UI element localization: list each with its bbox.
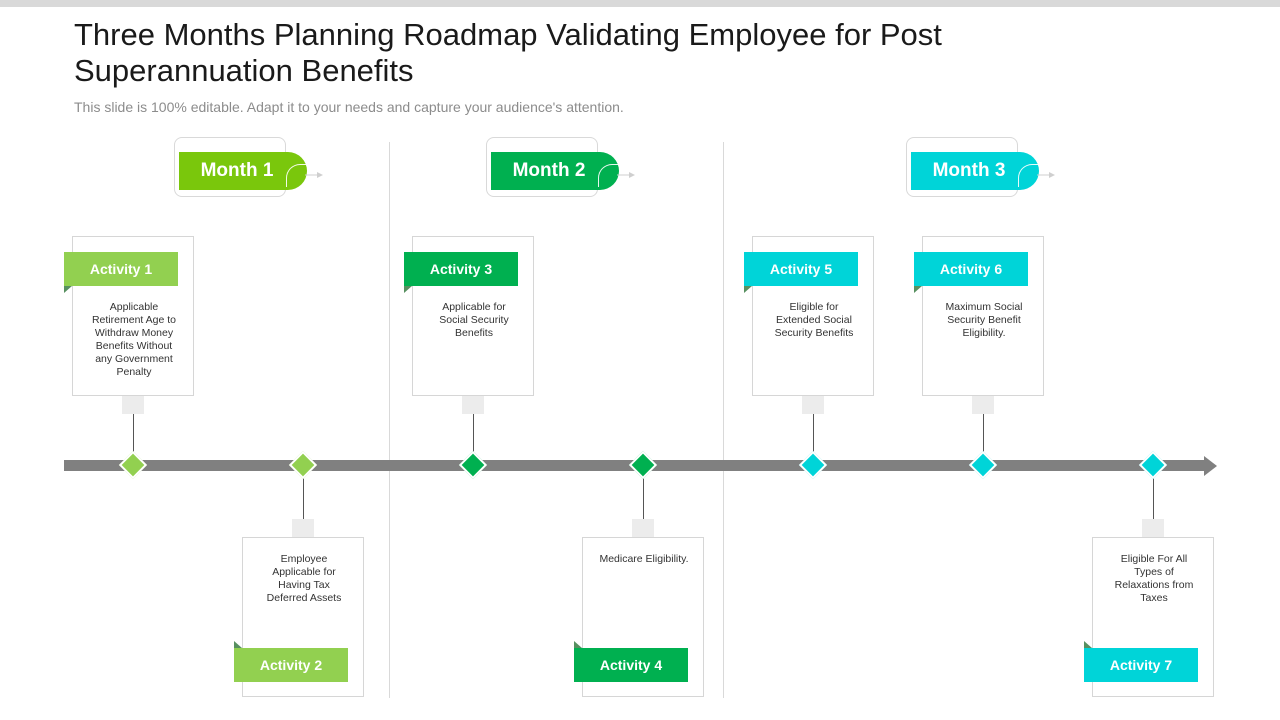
timeline-marker <box>288 450 318 480</box>
timeline-marker <box>1138 450 1168 480</box>
timeline-arrowhead <box>1204 456 1217 476</box>
connector-line <box>473 414 474 465</box>
connector-stub <box>1142 519 1164 537</box>
timeline-marker <box>798 450 828 480</box>
connector-stub <box>972 396 994 414</box>
connector-line <box>643 465 644 519</box>
activity-label-fold <box>574 641 582 648</box>
connector-line <box>133 414 134 465</box>
month-divider <box>389 142 390 698</box>
connector-stub <box>632 519 654 537</box>
activity-label-fold <box>234 641 242 648</box>
activity-label-fold <box>404 286 412 293</box>
month-label: Month 3 <box>911 152 1039 190</box>
arrow-right-icon <box>305 172 323 178</box>
timeline-marker <box>118 450 148 480</box>
activity-label-fold <box>914 286 922 293</box>
activity-description: Employee Applicable for Having Tax Defer… <box>266 553 342 604</box>
slide-title: Three Months Planning Roadmap Validating… <box>74 17 942 88</box>
timeline-marker <box>628 450 658 480</box>
month-divider <box>723 142 724 698</box>
month-header: Month 2 <box>486 137 636 199</box>
connector-stub <box>462 396 484 414</box>
activity-description: Applicable Retirement Age to Withdraw Mo… <box>91 301 177 378</box>
connector-line <box>1153 465 1154 519</box>
connector-stub <box>802 396 824 414</box>
activity-label: Activity 3 <box>404 252 518 286</box>
connector-line <box>813 414 814 465</box>
activity-description: Maximum Social Security Benefit Eligibil… <box>945 301 1023 339</box>
activity-label: Activity 6 <box>914 252 1028 286</box>
slide-subtitle: This slide is 100% editable. Adapt it to… <box>74 99 624 115</box>
activity-label-fold <box>1084 641 1092 648</box>
month-curl-decoration <box>1018 164 1043 187</box>
activity-label: Activity 5 <box>744 252 858 286</box>
activity-label-fold <box>64 286 72 293</box>
connector-line <box>983 414 984 465</box>
activity-description: Eligible For All Types of Relaxations fr… <box>1114 553 1194 604</box>
connector-stub <box>292 519 314 537</box>
month-header: Month 1 <box>174 137 324 199</box>
arrow-right-icon <box>1037 172 1055 178</box>
activity-description: Applicable for Social Security Benefits <box>439 301 509 339</box>
activity-label: Activity 1 <box>64 252 178 286</box>
month-header: Month 3 <box>906 137 1056 199</box>
top-accent-bar <box>0 0 1280 7</box>
connector-line <box>303 465 304 519</box>
activity-label: Activity 4 <box>574 648 688 682</box>
month-label: Month 1 <box>179 152 307 190</box>
month-label: Month 2 <box>491 152 619 190</box>
activity-description: Medicare Eligibility. <box>599 553 689 565</box>
month-curl-decoration <box>598 164 623 187</box>
arrow-right-icon <box>617 172 635 178</box>
timeline-marker <box>968 450 998 480</box>
activity-description: Eligible for Extended Social Security Be… <box>774 301 854 339</box>
month-curl-decoration <box>286 164 311 187</box>
connector-stub <box>122 396 144 414</box>
activity-label: Activity 7 <box>1084 648 1198 682</box>
timeline-marker <box>458 450 488 480</box>
activity-label-fold <box>744 286 752 293</box>
activity-label: Activity 2 <box>234 648 348 682</box>
